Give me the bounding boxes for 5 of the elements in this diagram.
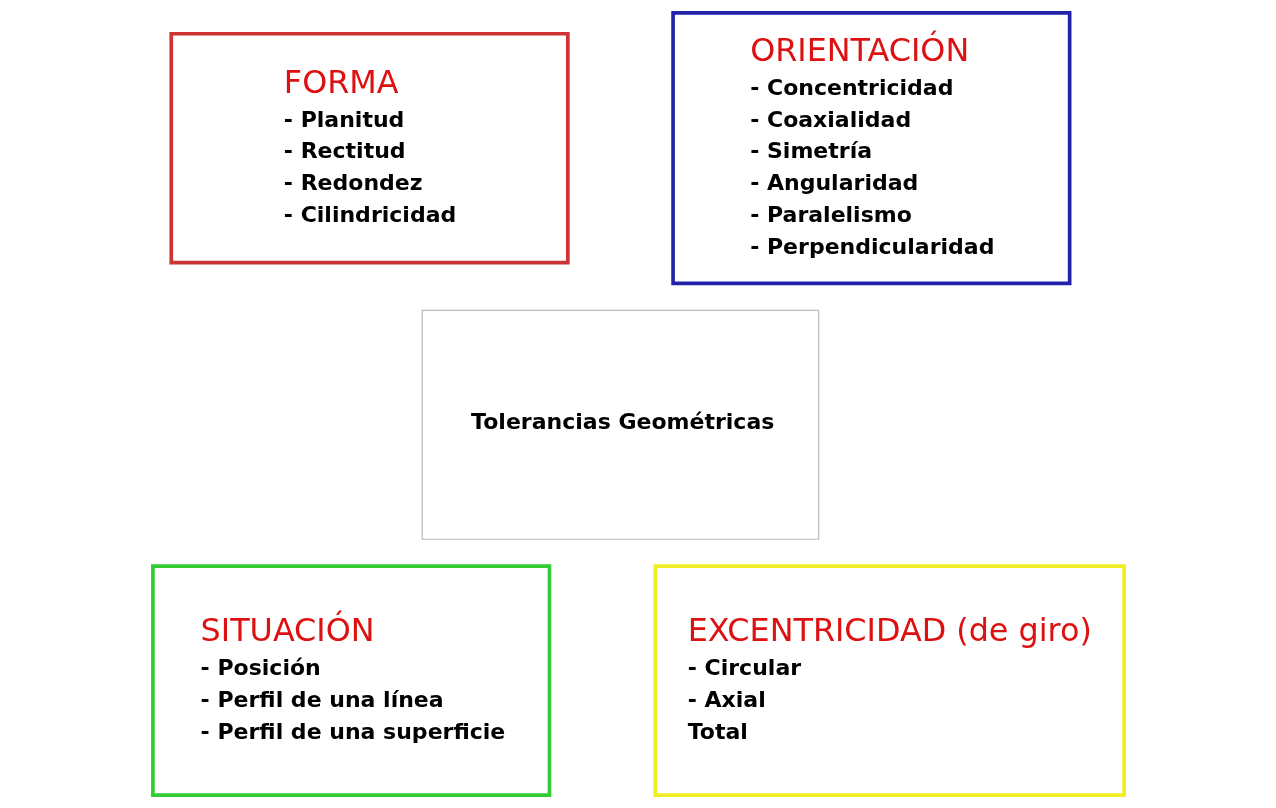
node-box: Tolerancias Geométricas [421, 309, 819, 540]
node-box: FORMA - Planitud - Rectitud - Redondez - Cilindricidad [168, 31, 570, 265]
node-box: EXCENTRICIDAD (de giro) - Circular - Axial Total [653, 564, 1126, 797]
node-box: SITUACIÓN - Posición - Perfil de una línea - Perfil de una superficie [150, 564, 551, 797]
node-box: ORIENTACIÓN - Concentricidad - Coaxialidad - Simetría - Angularidad - Paralelismo - Perpendicularidad [670, 11, 1071, 286]
